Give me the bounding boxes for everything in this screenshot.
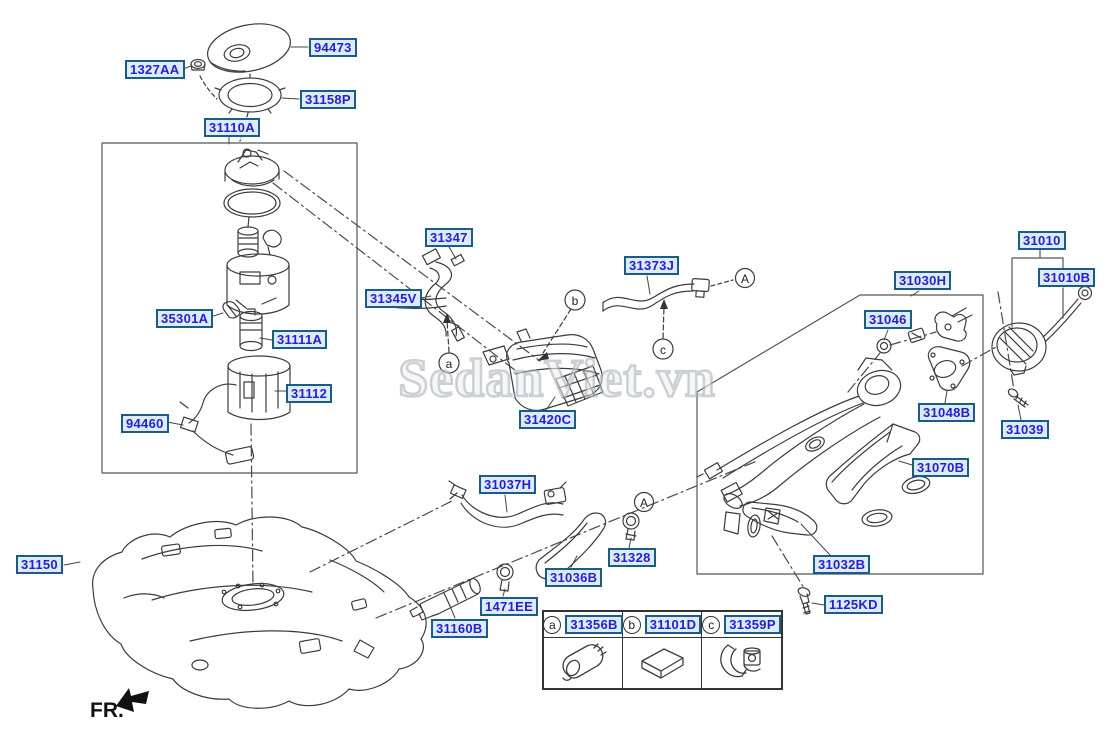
callout-leader-lines: [446, 305, 665, 354]
label-leader-lines: [63, 46, 1022, 619]
bolt-drawing-1125KD: [797, 587, 811, 615]
hose-clamp-drawing: [907, 327, 926, 343]
protector-drawing-31070B: [825, 423, 921, 505]
cap-tether-drawing: [1042, 285, 1093, 342]
part-label-31046[interactable]: 31046: [864, 310, 912, 329]
callout-c-badge: c: [702, 615, 721, 634]
tube-drawing-31160B: [409, 577, 481, 621]
protector-drawing-31032B: [723, 501, 818, 536]
part-label-31070B[interactable]: 31070B: [912, 458, 970, 477]
clamp-drawing-31328: [622, 512, 640, 541]
part-label-31420C[interactable]: 31420C: [519, 410, 577, 429]
legend-icon-cell-c: [702, 638, 781, 688]
callout-b-badge: b: [622, 615, 641, 634]
part-label-31356B[interactable]: 31356B: [565, 615, 623, 634]
fuel-tank-drawing: [92, 516, 427, 709]
vapor-tube-drawing: [380, 248, 465, 342]
lock-nut-drawing: [190, 58, 206, 71]
part-label-1125KD[interactable]: 1125KD: [824, 595, 883, 614]
legend-table: a 31356B b 31101D c 31359P: [542, 610, 783, 690]
legend-header-row: a 31356B b 31101D c 31359P: [543, 612, 781, 638]
part-label-31048B[interactable]: 31048B: [918, 403, 976, 422]
legend-header-c: c 31359P: [702, 612, 781, 637]
svg-text:A: A: [741, 272, 749, 286]
gasket-drawing-31048B: [927, 346, 971, 391]
screw-drawing-31039: [1007, 388, 1029, 408]
plate-cover-drawing: [207, 23, 291, 73]
part-label-31030H[interactable]: 31030H: [894, 271, 952, 290]
part-label-31160B[interactable]: 31160B: [431, 619, 488, 638]
breather-hose-drawing: [602, 277, 710, 312]
part-label-31158P[interactable]: 31158P: [300, 90, 356, 109]
svg-text:b: b: [572, 294, 579, 308]
filler-pipe-group-box: [696, 294, 984, 575]
filler-pipe-drawing: [696, 357, 902, 509]
front-marker-label: FR.: [90, 699, 124, 722]
svg-text:c: c: [660, 343, 666, 357]
legend-icon-row: [544, 638, 781, 688]
part-label-31373J[interactable]: 31373J: [624, 256, 680, 275]
part-label-1327AA[interactable]: 1327AA: [125, 60, 185, 79]
fuel-cap-drawing: [991, 322, 1047, 376]
leader-arrowheads: [443, 299, 668, 361]
part-label-94473[interactable]: 94473: [309, 38, 357, 57]
part-label-31150[interactable]: 31150: [16, 555, 63, 574]
legend-icon-cell-a: [544, 638, 623, 688]
fuel-pump-module-drawing: [179, 148, 291, 465]
grommet-rings: [747, 436, 931, 538]
legend-icon-cell-b: [623, 638, 702, 688]
legend-header-b: b 31101D: [622, 612, 702, 637]
callout-A-lower: A: [633, 491, 655, 513]
part-label-31110A[interactable]: 31110A: [204, 118, 260, 137]
svg-text:A: A: [640, 496, 648, 510]
part-label-31036B[interactable]: 31036B: [545, 568, 603, 587]
legend-header-a: a 31356B: [543, 612, 623, 637]
part-label-31359P[interactable]: 31359P: [724, 615, 781, 634]
clamp-drawing-1471EE: [496, 563, 514, 592]
part-label-31010B[interactable]: 31010B: [1038, 268, 1096, 287]
front-direction-arrow-icon: [116, 688, 149, 712]
canister-drawing: [482, 328, 604, 411]
part-label-1471EE[interactable]: 1471EE: [480, 597, 539, 616]
lock-ring-drawing: [214, 73, 286, 114]
retainer-nut-drawing-31046: [876, 338, 892, 354]
assembly-guide-lines: [250, 170, 1015, 619]
callout-c: c: [652, 338, 674, 360]
part-label-31328[interactable]: 31328: [608, 548, 656, 567]
callout-a-badge: a: [543, 615, 562, 634]
pipe-bracket-drawing: [934, 307, 973, 342]
hose-clamp-icon: [562, 643, 607, 681]
part-label-31111A[interactable]: 31111A: [272, 330, 328, 349]
callout-b: b: [564, 289, 586, 311]
part-label-31345V[interactable]: 31345V: [365, 289, 422, 308]
part-label-31112[interactable]: 31112: [286, 384, 333, 403]
fuel-hose-drawing-31037H: [448, 480, 567, 528]
pad-block-icon: [641, 648, 684, 679]
pipe-clip-icon: [719, 644, 761, 678]
part-label-31010[interactable]: 31010: [1018, 231, 1066, 250]
callout-a: a: [438, 352, 460, 374]
part-label-31032B[interactable]: 31032B: [813, 555, 871, 574]
callout-A-upper: A: [734, 267, 756, 289]
part-label-31101D[interactable]: 31101D: [644, 615, 702, 634]
part-label-31347[interactable]: 31347: [425, 228, 473, 247]
part-label-94460[interactable]: 94460: [121, 414, 169, 433]
part-label-31039[interactable]: 31039: [1001, 420, 1049, 439]
part-label-31037H[interactable]: 31037H: [479, 475, 537, 494]
svg-text:a: a: [446, 357, 453, 371]
part-label-35301A[interactable]: 35301A: [156, 309, 214, 328]
cap-group-bracket-lines: [1011, 249, 1064, 328]
